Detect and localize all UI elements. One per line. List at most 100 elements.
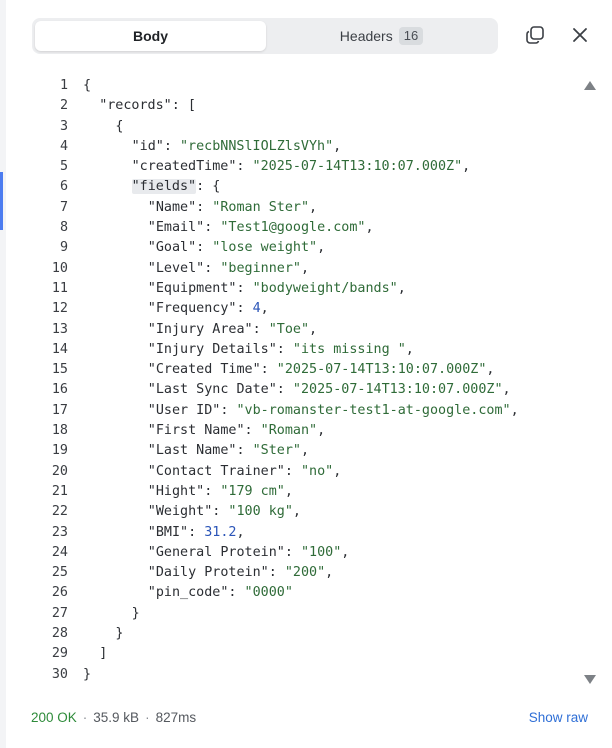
- code-line: 11"Equipment": "bodyweight/bands",: [6, 279, 576, 299]
- code-text: "id": "recbNNSlIOLZlsVYh",: [132, 137, 342, 157]
- code-token: :: [188, 524, 205, 540]
- line-number: 25: [51, 565, 68, 581]
- code-token: "0000": [244, 585, 293, 601]
- code-token: }: [131, 605, 140, 621]
- code-token: : [: [171, 98, 196, 114]
- code-token: ,: [300, 260, 310, 276]
- code-text: }: [132, 604, 140, 624]
- code-token: "no": [300, 463, 334, 479]
- code-token: "bodyweight/bands": [252, 280, 398, 296]
- code-token: ,: [260, 301, 269, 317]
- code-token: "100 kg": [228, 504, 293, 520]
- line-number: 8: [59, 220, 68, 236]
- code-token: "179 cm": [220, 483, 285, 499]
- triangle-down-icon: [583, 673, 597, 690]
- code-token: ,: [236, 524, 245, 540]
- copy-icon: [524, 24, 546, 46]
- close-icon: [569, 24, 591, 46]
- code-token: ,: [292, 504, 301, 520]
- code-text: "Last Name": "Ster",: [148, 441, 309, 461]
- response-status-bar: 200 OK·35.9 kB·827ms: [31, 708, 196, 728]
- code-token: {: [83, 78, 92, 93]
- code-line: 18"First Name": "Roman",: [6, 421, 576, 441]
- tab-body[interactable]: Body: [35, 21, 266, 51]
- code-line: 13"Injury Area": "Toe",: [6, 320, 576, 340]
- code-token: ,: [317, 240, 326, 256]
- line-number: 18: [51, 423, 68, 439]
- line-number: 16: [51, 382, 68, 398]
- code-token: "BMI": [147, 524, 189, 540]
- line-number: 10: [51, 260, 68, 276]
- code-token: "Test1@google.com": [220, 220, 366, 236]
- code-token: :: [244, 423, 261, 439]
- code-line: 8"Email": "Test1@google.com",: [6, 218, 576, 238]
- code-token: ,: [502, 382, 511, 398]
- code-text: "createdTime": "2025-07-14T13:10:07.000Z…: [132, 157, 471, 177]
- code-line: 7"Name": "Roman Ster",: [6, 198, 576, 218]
- copy-button[interactable]: [524, 24, 546, 46]
- line-number: 14: [51, 341, 68, 357]
- line-number: 17: [51, 402, 68, 418]
- line-number: 29: [51, 646, 68, 662]
- code-token: {: [115, 118, 124, 134]
- code-token: ,: [333, 138, 342, 154]
- code-token: "2025-07-14T13:10:07.000Z": [276, 362, 487, 378]
- code-token: :: [204, 483, 221, 499]
- code-token: "Ster": [252, 443, 301, 459]
- code-line: 4"id": "recbNNSlIOLZlsVYh",: [6, 137, 576, 157]
- code-token: :: [236, 280, 253, 296]
- code-line: 1{: [6, 76, 576, 96]
- code-token: "pin_code": [147, 585, 229, 601]
- line-number: 6: [59, 179, 68, 195]
- code-text: "Contact Trainer": "no",: [148, 462, 342, 482]
- line-number: 5: [59, 159, 68, 175]
- code-line: 28}: [6, 624, 576, 644]
- code-text: ]: [99, 644, 107, 664]
- json-code-view[interactable]: 1{2"records": [3{4"id": "recbNNSlIOLZlsV…: [6, 76, 576, 685]
- close-button[interactable]: [569, 24, 591, 46]
- line-number: 20: [51, 463, 68, 479]
- code-text: "Frequency": 4,: [148, 299, 269, 319]
- code-token: ,: [284, 483, 293, 499]
- code-token: "createdTime": [131, 159, 237, 175]
- code-token: ,: [333, 463, 342, 479]
- code-text: "Level": "beginner",: [148, 259, 309, 279]
- code-text: "Name": "Roman Ster",: [148, 198, 317, 218]
- code-line: 2"records": [: [6, 96, 576, 116]
- scroll-down-button[interactable]: [583, 673, 597, 685]
- code-token: :: [260, 362, 277, 378]
- code-token: "General Protein": [147, 544, 285, 560]
- triangle-up-icon: [583, 78, 597, 95]
- line-number: 24: [51, 544, 68, 560]
- code-token: "Contact Trainer": [147, 463, 285, 479]
- code-line: 15"Created Time": "2025-07-14T13:10:07.0…: [6, 360, 576, 380]
- code-line: 25"Daily Protein": "200",: [6, 563, 576, 583]
- code-line: 14"Injury Details": "its missing ",: [6, 340, 576, 360]
- code-token: "Weight": [147, 504, 213, 520]
- code-token: ,: [341, 544, 350, 560]
- scroll-up-button[interactable]: [583, 78, 597, 90]
- line-number: 26: [51, 585, 68, 601]
- code-line: 30}: [6, 665, 576, 685]
- code-token: :: [236, 159, 253, 175]
- code-token: :: [284, 463, 301, 479]
- code-line: 29]: [6, 644, 576, 664]
- tab-headers-label: Headers: [339, 28, 393, 44]
- code-token: :: [220, 402, 237, 418]
- code-text: {: [115, 117, 123, 137]
- code-line: 24"General Protein": "100",: [6, 543, 576, 563]
- show-raw-link[interactable]: Show raw: [528, 710, 588, 725]
- code-token: "Roman": [260, 423, 318, 439]
- line-number: 13: [51, 321, 68, 337]
- line-number: 30: [51, 666, 68, 682]
- code-token: "beginner": [220, 260, 301, 276]
- code-text: {: [83, 76, 91, 96]
- code-line: 6"fields": {: [6, 177, 576, 197]
- code-token: "id": [131, 138, 164, 154]
- code-token: :: [268, 565, 285, 581]
- code-line: 5 "createdTime": "2025-07-14T13:10:07.000…: [6, 157, 576, 177]
- separator-dot: ·: [145, 710, 150, 725]
- code-token: ]: [99, 646, 108, 662]
- code-line: 10 "Level": "beginner",: [6, 259, 576, 279]
